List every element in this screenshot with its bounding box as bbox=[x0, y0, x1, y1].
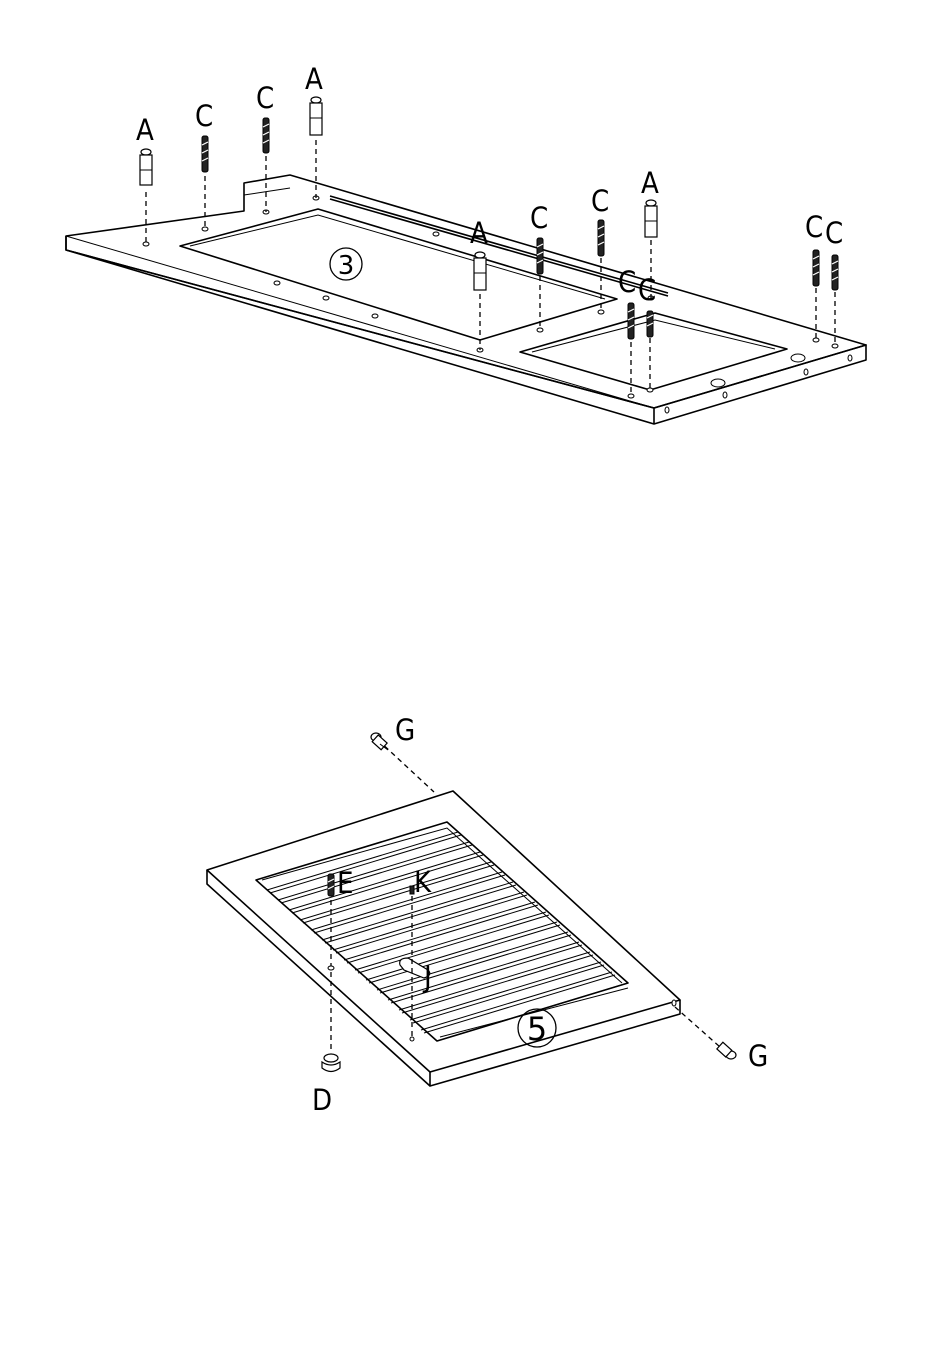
panel-3-large-cutout bbox=[180, 209, 617, 340]
wood-screw-c bbox=[598, 220, 604, 256]
label-c: C bbox=[638, 273, 656, 307]
wood-screw-c bbox=[832, 255, 838, 290]
label-c: C bbox=[591, 184, 609, 218]
panel-5-diagram: 5 G E K J G D bbox=[207, 713, 768, 1117]
panel-3-front-edge bbox=[66, 236, 866, 424]
panel-5-number: 5 bbox=[518, 1009, 556, 1048]
panel-5-hole bbox=[328, 966, 334, 970]
panel-3-number: 3 bbox=[330, 248, 362, 281]
label-a: A bbox=[641, 166, 659, 200]
wood-screw-c bbox=[628, 303, 634, 339]
label-a: A bbox=[136, 113, 154, 147]
panel-5-hole bbox=[410, 1037, 414, 1041]
cam-bolt-a bbox=[310, 97, 322, 135]
cam-bolt-a bbox=[474, 252, 486, 290]
label-k: K bbox=[414, 865, 432, 899]
svg-text:5: 5 bbox=[527, 1010, 547, 1048]
wood-screw-c bbox=[813, 250, 819, 286]
label-c: C bbox=[256, 81, 274, 115]
wood-screw-c bbox=[263, 118, 269, 153]
hinge-pin-g bbox=[717, 1042, 736, 1059]
svg-text:3: 3 bbox=[338, 251, 355, 281]
panel-5-top-face bbox=[207, 791, 680, 1072]
panel-3-hole bbox=[791, 354, 805, 362]
label-c: C bbox=[618, 265, 636, 299]
label-g: G bbox=[395, 713, 415, 747]
panel-3-top-face bbox=[66, 175, 866, 408]
screw-e bbox=[328, 874, 334, 896]
wood-screw-c bbox=[202, 136, 208, 172]
panel-3-diagram: 3 A C C A A C C A C C C C bbox=[66, 62, 866, 424]
label-d: D bbox=[312, 1083, 332, 1117]
foot-d bbox=[322, 1054, 340, 1072]
label-e: E bbox=[337, 866, 353, 900]
panel-5-front-edge bbox=[207, 870, 680, 1086]
label-c: C bbox=[195, 99, 213, 133]
cam-bolt-a bbox=[645, 200, 657, 237]
panel-5-hole bbox=[672, 1000, 676, 1006]
label-c: C bbox=[825, 216, 843, 250]
panel-5-slat-area bbox=[256, 822, 628, 1041]
label-c: C bbox=[805, 210, 823, 244]
label-g: G bbox=[748, 1039, 768, 1073]
wood-screw-c bbox=[647, 311, 653, 337]
wood-screw-c bbox=[537, 238, 543, 274]
panel-3-hole bbox=[711, 379, 725, 387]
label-j: J bbox=[422, 960, 432, 994]
cam-bolt-a bbox=[140, 149, 152, 185]
label-a: A bbox=[470, 216, 488, 250]
label-c: C bbox=[530, 201, 548, 235]
label-a: A bbox=[305, 62, 323, 96]
